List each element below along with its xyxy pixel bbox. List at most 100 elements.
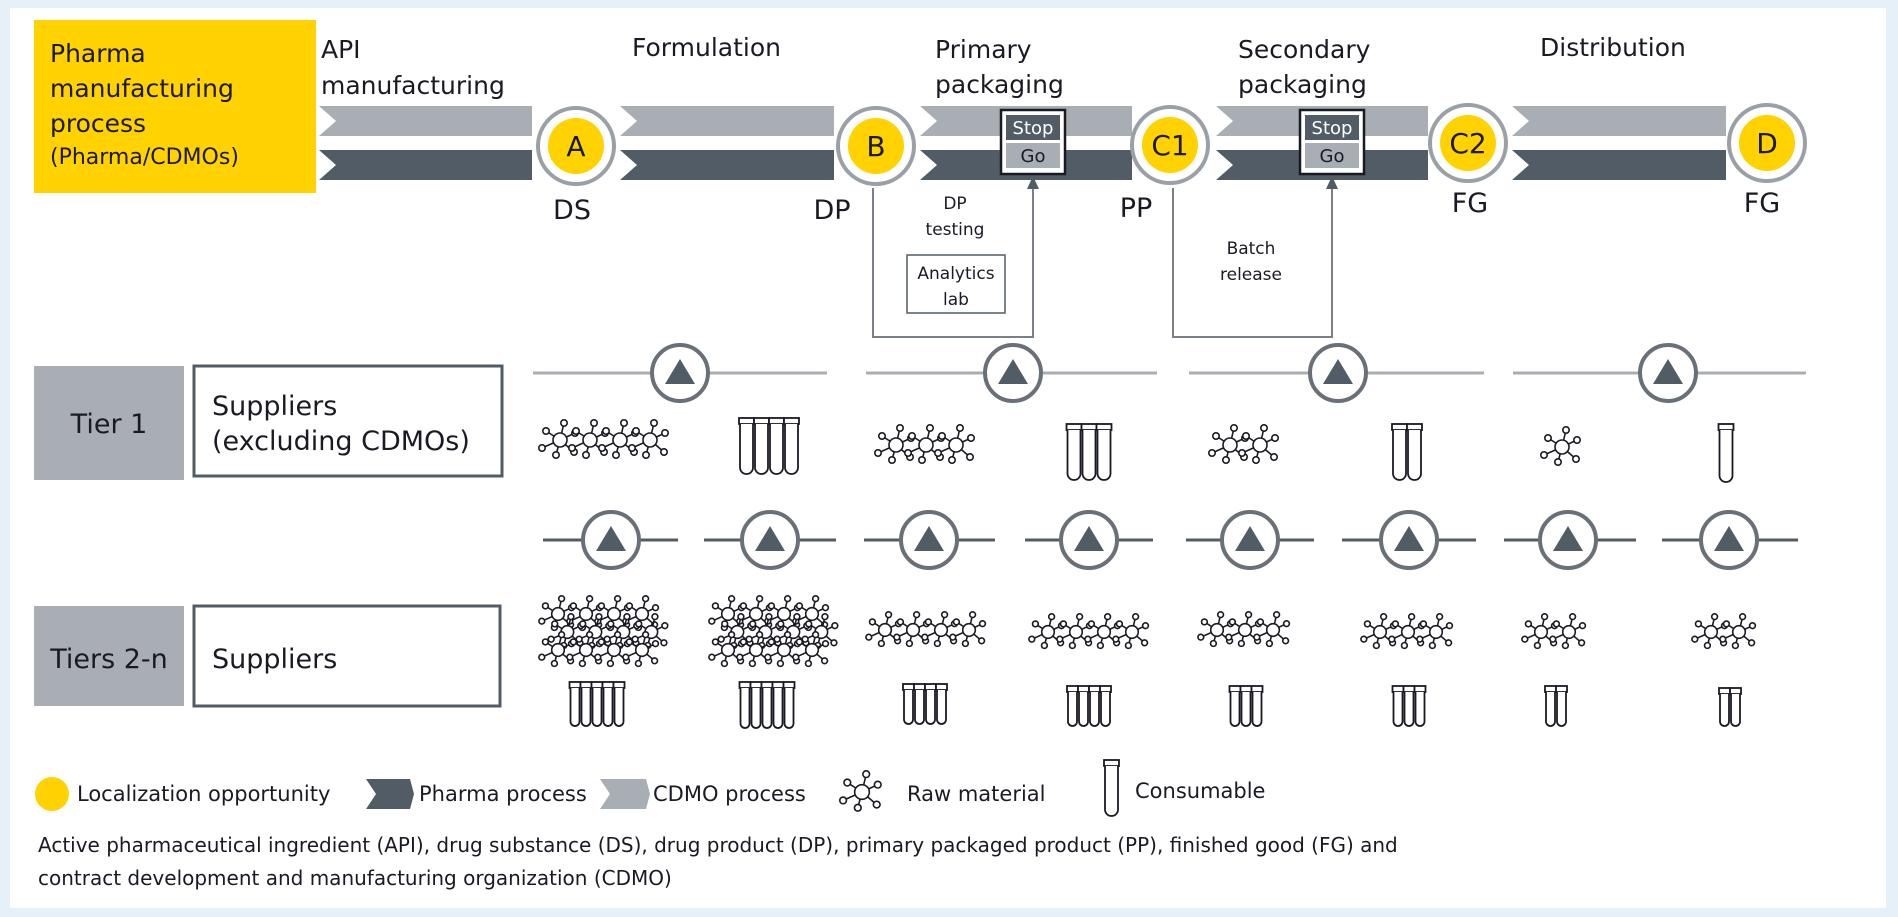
raw-material-cluster bbox=[1208, 423, 1280, 464]
triangle-icon bbox=[1653, 359, 1683, 384]
raw-material-cluster bbox=[1028, 613, 1150, 650]
molecule-icon bbox=[1238, 423, 1280, 464]
test-tube-icon bbox=[1077, 685, 1090, 727]
node-a: ADS bbox=[536, 106, 616, 226]
batch-release-arrowhead bbox=[1326, 176, 1338, 189]
legend: Localization opportunity Pharma process … bbox=[35, 759, 1265, 817]
triangle-icon bbox=[1714, 526, 1744, 551]
molecule-icon bbox=[949, 611, 987, 648]
stage-api-line-2: manufacturing bbox=[321, 71, 505, 100]
analytics-lab-line-1: Analytics bbox=[917, 264, 994, 284]
supplier-marker bbox=[983, 343, 1043, 403]
molecule-icon bbox=[1719, 613, 1757, 650]
cdmo-arrow-formulation bbox=[620, 106, 834, 136]
consumable-rack bbox=[1228, 685, 1264, 727]
legend-pharma-chevron bbox=[366, 779, 414, 809]
tier-2n-label: Tiers 2-n bbox=[49, 644, 168, 675]
legend-pharma-label: Pharma process bbox=[419, 782, 587, 806]
node-label: PP bbox=[1120, 193, 1153, 224]
test-tube-icon bbox=[1402, 685, 1416, 727]
test-tube-icon bbox=[1718, 687, 1731, 727]
stage-primary-line-2: packaging bbox=[935, 70, 1064, 99]
tier-1-description-line-2: (excluding CDMOs) bbox=[212, 426, 470, 457]
molecule-icon bbox=[893, 611, 931, 648]
triangle-icon bbox=[1553, 526, 1583, 551]
batch-release-line-1: Batch bbox=[1227, 239, 1276, 259]
molecule-icon bbox=[1253, 611, 1291, 648]
test-tube-icon bbox=[1717, 423, 1735, 483]
raw-material-cluster bbox=[1197, 611, 1291, 648]
tier-connector-lines bbox=[533, 343, 1806, 570]
triangle-icon bbox=[665, 359, 695, 384]
molecule-icon bbox=[838, 769, 882, 812]
dp-testing-line-1: DP bbox=[943, 194, 966, 214]
molecule-icon bbox=[764, 631, 802, 668]
test-tube-icon bbox=[1088, 685, 1101, 727]
test-tube-icon bbox=[749, 681, 763, 729]
node-id: C1 bbox=[1151, 129, 1188, 162]
cdmo-arrow-distribution bbox=[1512, 106, 1726, 136]
raw-material-cluster bbox=[1691, 613, 1757, 650]
header-line-2: manufacturing bbox=[50, 74, 234, 103]
test-tube-icon bbox=[1729, 687, 1742, 727]
test-tube-icon bbox=[1406, 423, 1423, 481]
consumable-rack bbox=[1391, 685, 1427, 727]
stop-box bbox=[1305, 115, 1359, 140]
raw-material-cluster bbox=[708, 595, 839, 668]
molecule-icon bbox=[865, 611, 903, 648]
triangle-icon bbox=[755, 526, 785, 551]
localization-dot bbox=[548, 118, 604, 174]
batch-release-loop bbox=[1172, 183, 1333, 338]
test-tube-icon bbox=[782, 681, 796, 729]
test-tube-icon bbox=[1099, 685, 1112, 727]
test-tube-icon bbox=[913, 683, 926, 725]
consumable-rack bbox=[1718, 687, 1742, 727]
tier-2n-box bbox=[34, 606, 184, 706]
pharma-arrow-distribution bbox=[1512, 150, 1726, 180]
batch-release-line-2: release bbox=[1220, 265, 1282, 285]
triangle-icon bbox=[998, 359, 1028, 384]
consumable-rack bbox=[1066, 685, 1112, 727]
raw-material-cluster bbox=[873, 423, 975, 464]
consumable-rack bbox=[1391, 423, 1423, 481]
stage-secondary-line-1: Secondary bbox=[1238, 35, 1371, 64]
test-tube-icon bbox=[924, 683, 937, 725]
go-box bbox=[1006, 143, 1060, 168]
stage-distribution: Distribution bbox=[1540, 33, 1686, 62]
test-tube-icon bbox=[1103, 759, 1120, 817]
test-tube-icon bbox=[753, 417, 770, 475]
test-tube-icon bbox=[1555, 685, 1568, 727]
supplier-marker bbox=[1638, 343, 1698, 403]
tier-1-label: Tier 1 bbox=[70, 409, 148, 440]
molecule-icon bbox=[933, 423, 975, 464]
localization-dot bbox=[848, 118, 904, 174]
test-tube-icon bbox=[768, 417, 785, 475]
raw-material-cluster bbox=[1360, 613, 1454, 650]
footnote-line-2: contract development and manufacturing o… bbox=[38, 866, 672, 890]
molecule-icon bbox=[627, 418, 669, 459]
test-tube-icon bbox=[568, 681, 582, 727]
localization-dot bbox=[1739, 115, 1795, 171]
molecule-icon bbox=[1084, 613, 1122, 650]
dp-testing-loop bbox=[872, 183, 1034, 338]
molecule-icon bbox=[622, 631, 660, 668]
stage-primary-line-1: Primary bbox=[935, 35, 1032, 64]
test-tube-icon bbox=[1228, 685, 1242, 727]
molecule-icon bbox=[567, 418, 609, 459]
header-subtitle: (Pharma/CDMOs) bbox=[50, 145, 239, 170]
consumable-rack bbox=[902, 683, 948, 725]
test-tube-icon bbox=[760, 681, 774, 729]
triangle-icon bbox=[1074, 526, 1104, 551]
triangle-icon bbox=[914, 526, 944, 551]
molecule-icon bbox=[1416, 613, 1454, 650]
molecule-icon bbox=[873, 423, 915, 464]
go-label: Go bbox=[1021, 146, 1046, 167]
header-box bbox=[34, 20, 316, 193]
test-tube-icon bbox=[1095, 423, 1113, 481]
test-tube-icon bbox=[1066, 685, 1079, 727]
test-tube-icon bbox=[935, 683, 948, 725]
test-tube-icon bbox=[1080, 423, 1098, 481]
